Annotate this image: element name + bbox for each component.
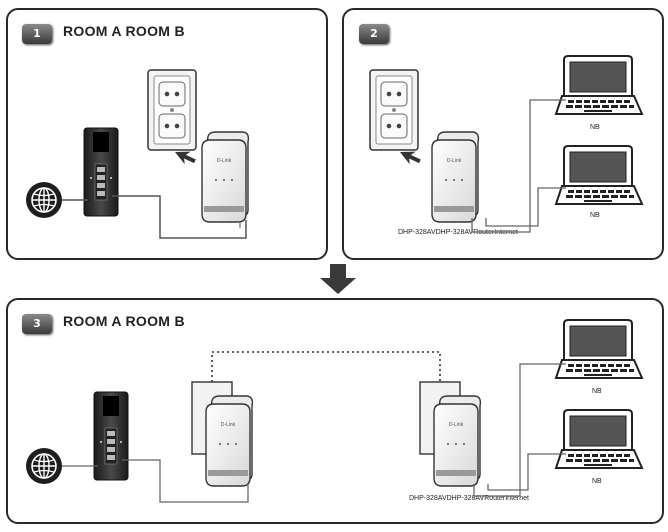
globe-icon [25, 181, 63, 219]
step2-cables [471, 99, 566, 233]
arrow-down-icon [320, 264, 356, 294]
step2-nb-bottom-label: NB [590, 212, 600, 219]
step3-title: ROOM A ROOM B [63, 313, 185, 329]
laptop-icon [555, 409, 643, 469]
step1-title: ROOM A ROOM B [63, 23, 185, 39]
wall-outlet-icon [147, 69, 197, 151]
step3-cables [62, 363, 566, 503]
step3-caption: DHP-328AVDHP-328AVRouterInternet [409, 495, 529, 502]
powerline-adapter-icon [433, 395, 482, 487]
router-icon [93, 391, 129, 481]
step3-badge: 3 [22, 314, 52, 334]
step2-nb-top-label: NB [590, 124, 600, 131]
step2-caption: DHP-328AVDHP-328AVRouterInternet [398, 229, 518, 236]
powerline-link [211, 351, 441, 382]
powerline-adapter-icon [201, 131, 250, 223]
laptop-icon [555, 55, 643, 115]
powerline-adapter-icon [431, 131, 480, 223]
step1-badge: 1 [22, 24, 52, 44]
step1-cables [62, 195, 247, 239]
powerline-adapter-icon [205, 395, 254, 487]
laptop-icon [555, 319, 643, 379]
wall-outlet-icon [369, 69, 419, 151]
router-icon [83, 127, 119, 217]
globe-icon [25, 447, 63, 485]
step3-nb-top-label: NB [592, 388, 602, 395]
step3-nb-bottom-label: NB [592, 478, 602, 485]
step2-badge: 2 [359, 24, 389, 44]
laptop-icon [555, 145, 643, 205]
